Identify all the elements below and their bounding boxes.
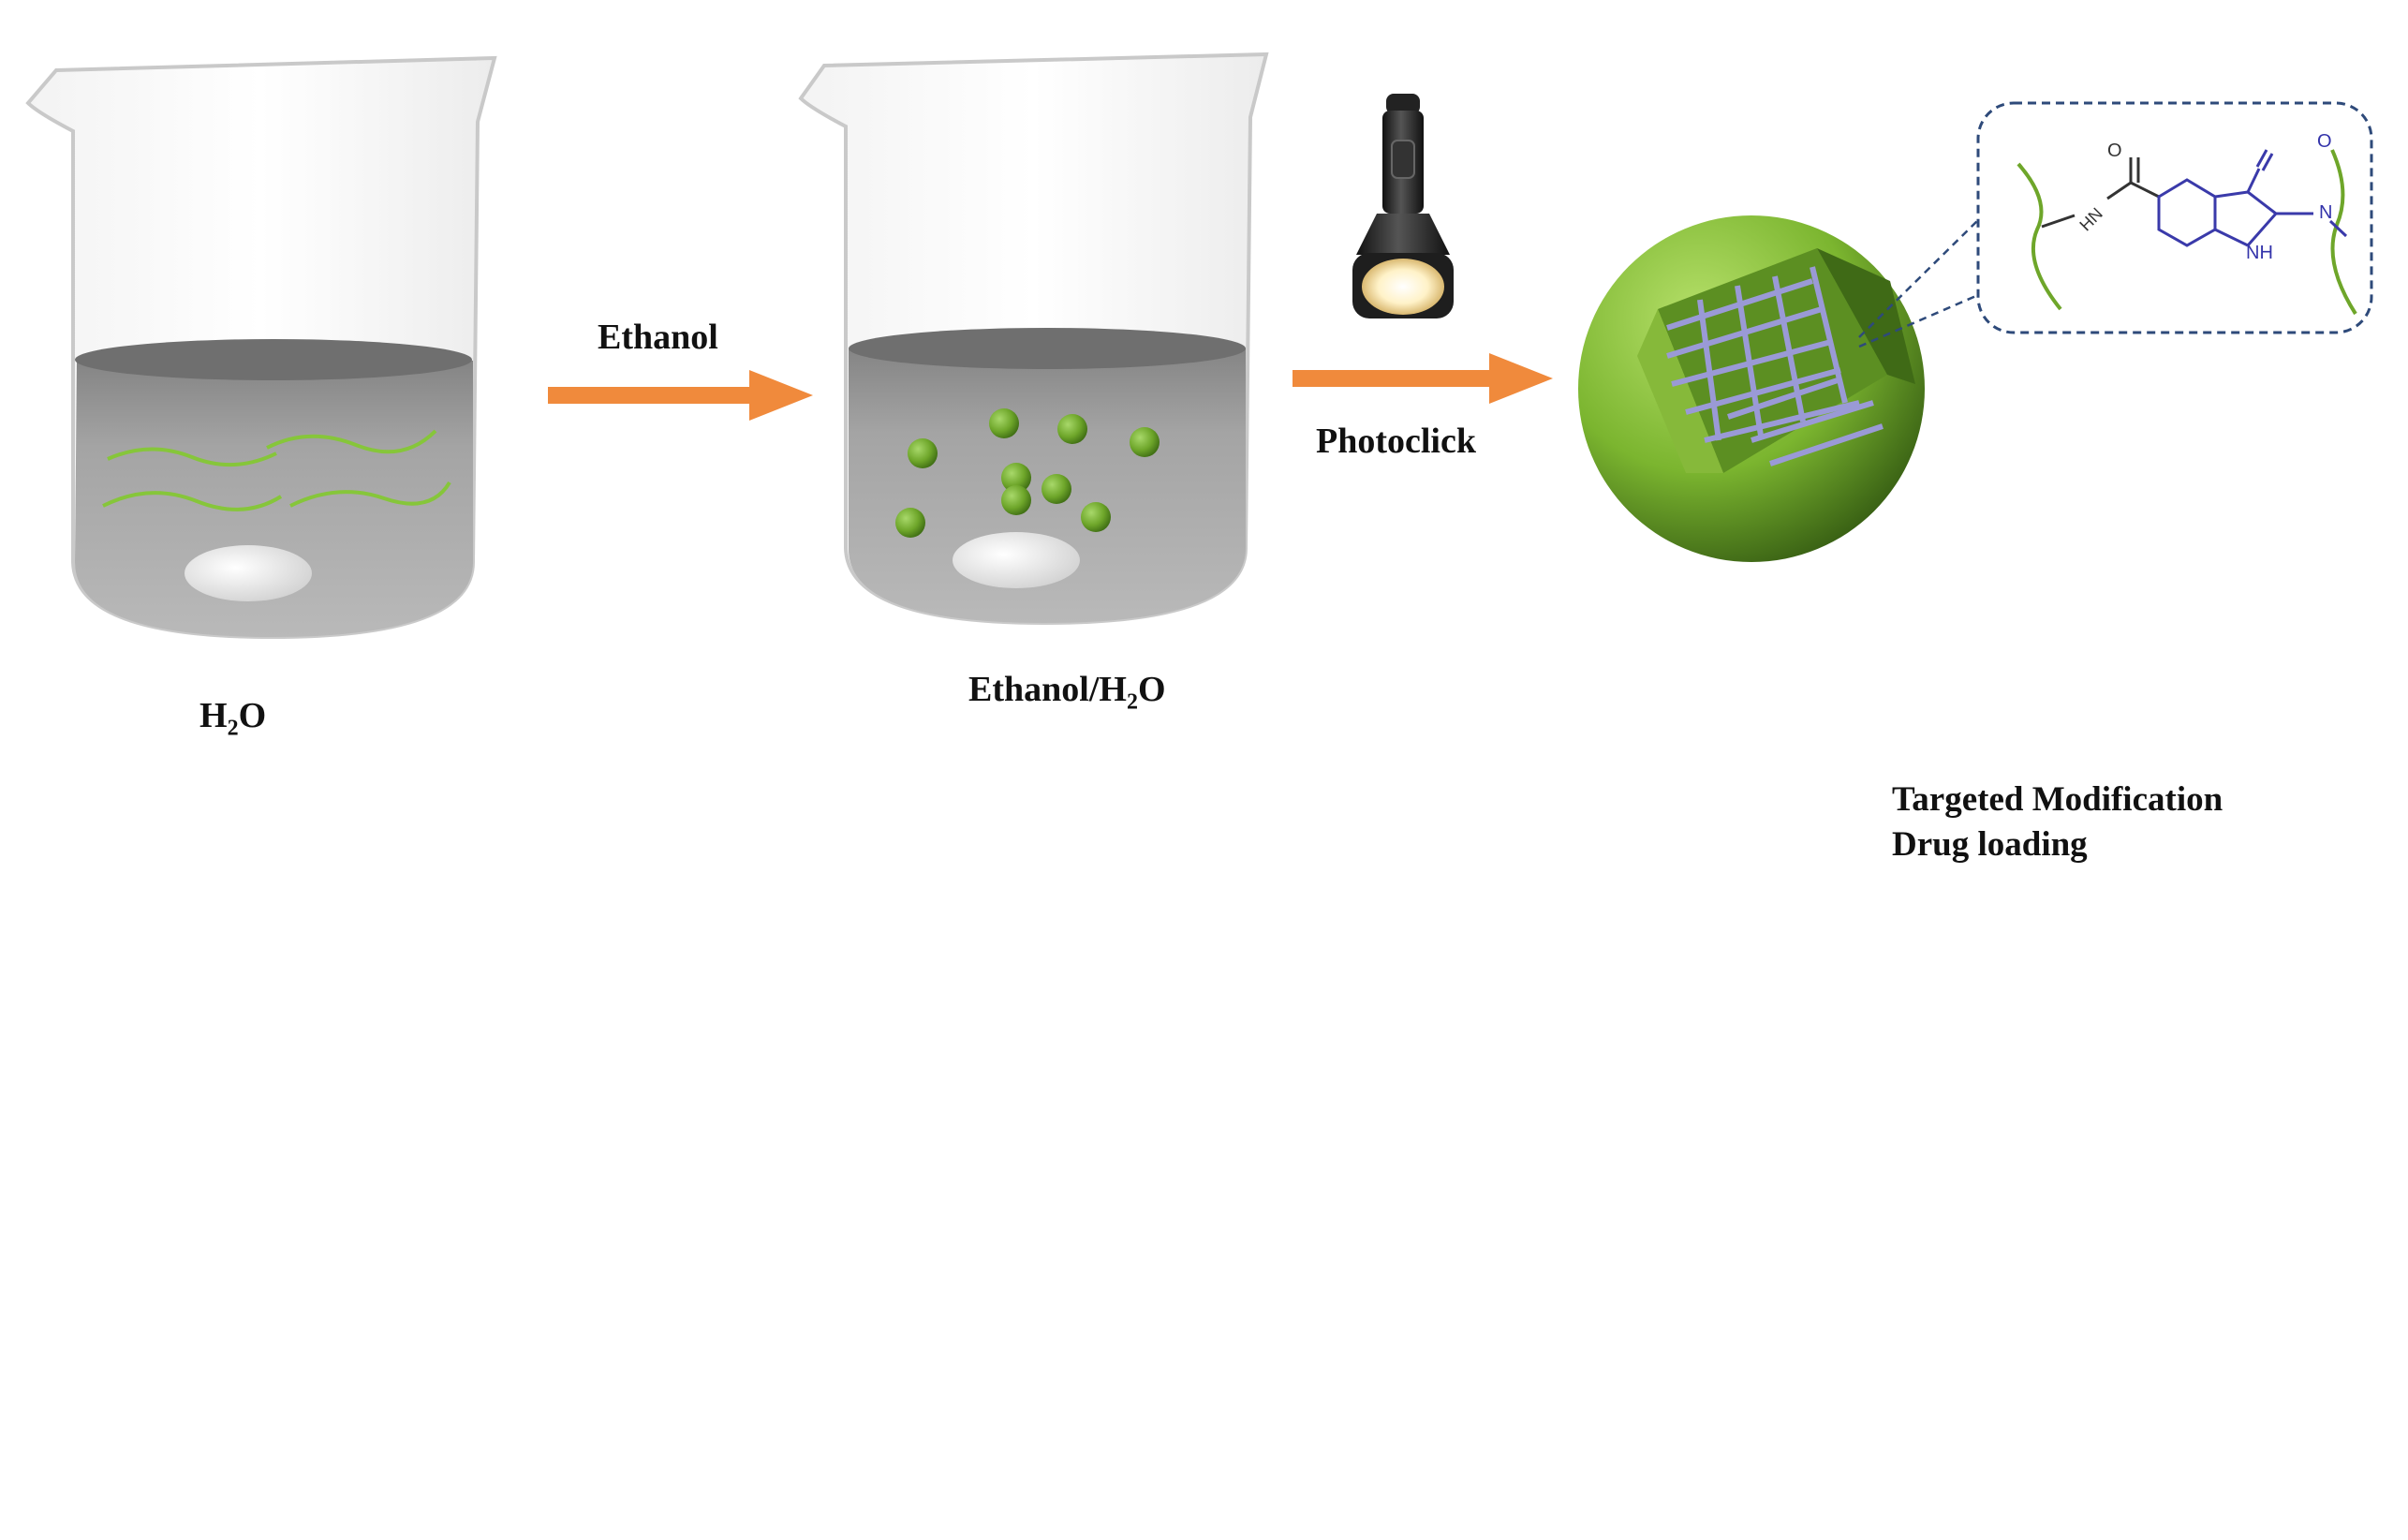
beaker-ethanol-h2o — [798, 52, 1269, 626]
polymer-backbone — [2017, 162, 2062, 311]
ethanol-h2o-end: O — [1137, 670, 1166, 709]
h2o-main: H — [199, 696, 228, 735]
h2o-subscript: 2 — [227, 716, 239, 741]
crosslinked-network — [1666, 266, 1884, 466]
stir-bar — [185, 545, 312, 601]
polymer-chain — [289, 481, 451, 508]
ethanol-h2o-label: Ethanol/H2O — [968, 669, 1166, 716]
leader-line — [1858, 219, 1979, 338]
photoclick-label: Photoclick — [1316, 422, 1476, 461]
ethanol-h2o-main: Ethanol/H — [968, 670, 1127, 709]
arrow-ethanol — [548, 370, 813, 421]
nanoparticles — [895, 408, 1160, 538]
beaker-h2o — [25, 55, 497, 640]
nanogel-sphere — [1578, 215, 1925, 562]
ethanol-h2o-subscript: 2 — [1126, 689, 1138, 715]
flashlight-icon — [1352, 94, 1454, 318]
molecule-callout — [1976, 101, 2373, 334]
ring-n-label: N — [2319, 202, 2333, 223]
h2o-label: H2O — [199, 695, 266, 742]
ethanol-label: Ethanol — [598, 318, 718, 357]
ring-o-label: O — [2317, 131, 2332, 152]
stir-bar — [953, 532, 1080, 588]
h2o-end: O — [238, 696, 267, 735]
ring-nh-label: NH — [2246, 243, 2273, 263]
leader-line — [1858, 293, 1979, 348]
targeted-modification-label: Targeted Modification — [1892, 780, 2223, 819]
carbonyl-o-label: O — [2107, 141, 2122, 161]
polymer-chain — [107, 447, 277, 466]
polymer-backbone — [2330, 149, 2357, 316]
polymer-chain — [266, 429, 437, 454]
polymer-chain — [102, 491, 283, 511]
arrow-photoclick — [1293, 353, 1553, 404]
drug-loading-label: Drug loading — [1892, 825, 2088, 864]
